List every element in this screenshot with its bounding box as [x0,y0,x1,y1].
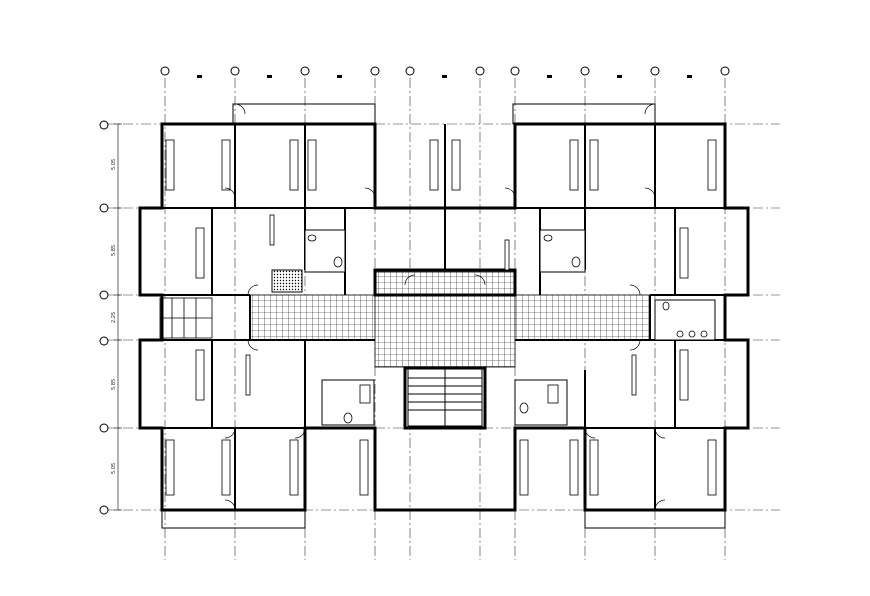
dimension-line-left [114,123,122,511]
dimension-labels: 5.05 5.85 2.25 5.85 5.05 [111,159,117,474]
cabinets [165,139,717,496]
door-swings [224,103,666,511]
corridor-tiles [249,271,651,368]
dim-label-2: 5.85 [111,245,117,256]
dim-label-1: 5.05 [111,159,117,170]
stairwell-center [407,367,483,427]
axis-bubbles [99,66,730,515]
interior-walls [162,124,748,510]
fixtures [307,234,708,424]
stairwell-left [159,297,213,339]
dim-label-5: 5.05 [111,463,117,474]
dim-label-4: 5.85 [111,379,117,390]
axis-ticks [197,75,692,78]
dim-label-3: 2.25 [111,312,117,323]
